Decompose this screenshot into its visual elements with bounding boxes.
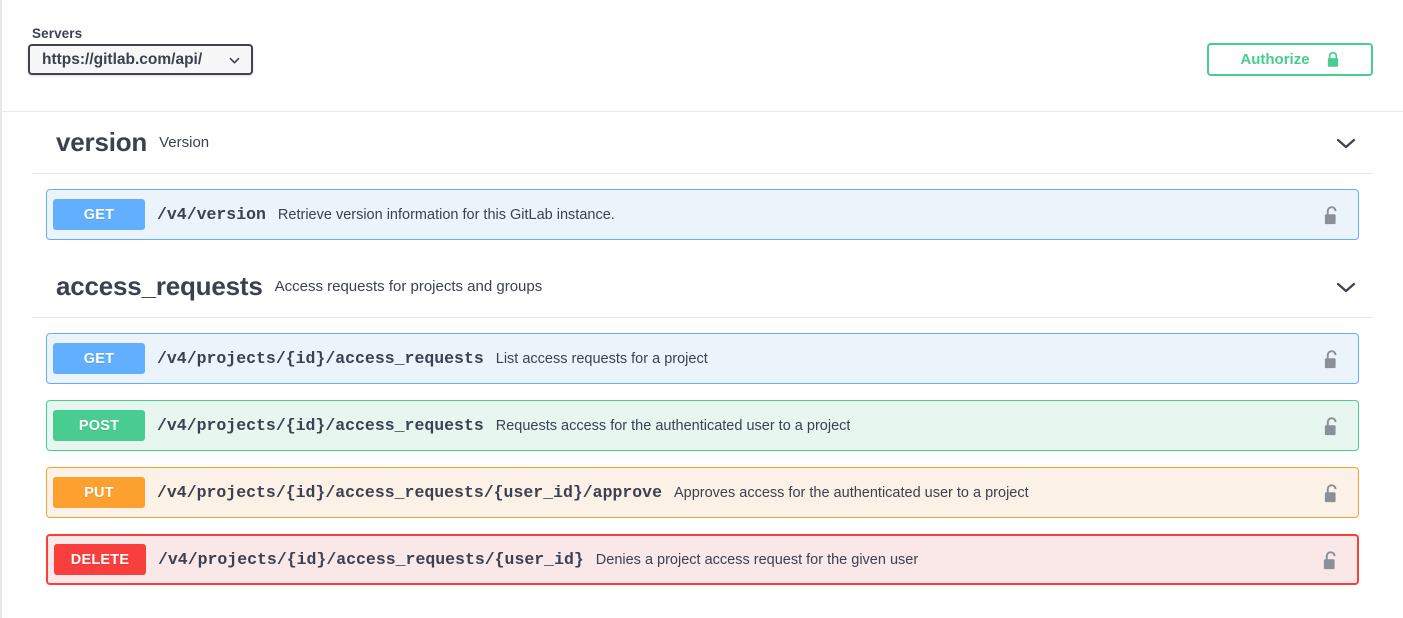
operation-row[interactable]: PUT /v4/projects/{id}/access_requests/{u… bbox=[46, 467, 1359, 518]
operation-summary: Requests access for the authenticated us… bbox=[495, 417, 851, 434]
operation-path: /v4/projects/{id}/access_requests bbox=[157, 349, 484, 368]
operation-path: /v4/projects/{id}/access_requests/{user_… bbox=[157, 483, 662, 502]
lock-closed-icon bbox=[1326, 51, 1340, 68]
operation-summary: List access requests for a project bbox=[495, 350, 708, 367]
tag-header-access-requests[interactable]: access_requests Access requests for proj… bbox=[32, 256, 1373, 318]
operation-summary: Approves access for the authenticated us… bbox=[673, 484, 1029, 501]
http-method-badge: DELETE bbox=[54, 544, 146, 575]
authorize-button-label: Authorize bbox=[1240, 51, 1310, 68]
tag-section-version: version Version GET /v4/version Retrieve… bbox=[32, 112, 1373, 240]
lock-open-icon[interactable] bbox=[1323, 416, 1340, 437]
operation-summary: Retrieve version information for this Gi… bbox=[277, 206, 615, 223]
http-method-badge: PUT bbox=[53, 477, 145, 508]
operation-row[interactable]: GET /v4/version Retrieve version informa… bbox=[46, 189, 1359, 240]
authorize-button[interactable]: Authorize bbox=[1207, 43, 1373, 76]
http-method-badge: GET bbox=[53, 343, 145, 374]
lock-open-icon[interactable] bbox=[1323, 205, 1340, 226]
chevron-down-icon bbox=[229, 55, 240, 66]
lock-open-icon[interactable] bbox=[1323, 349, 1340, 370]
server-select-value: https://gitlab.com/api/ bbox=[42, 50, 203, 68]
operations-container: version Version GET /v4/version Retrieve… bbox=[2, 112, 1403, 585]
operation-list-version: GET /v4/version Retrieve version informa… bbox=[32, 189, 1373, 240]
server-select[interactable]: https://gitlab.com/api/ bbox=[28, 44, 253, 75]
operation-list-access-requests: GET /v4/projects/{id}/access_requests Li… bbox=[32, 333, 1373, 585]
operation-summary: Denies a project access request for the … bbox=[595, 551, 919, 568]
operation-path: /v4/projects/{id}/access_requests/{user_… bbox=[158, 550, 584, 569]
operation-path: /v4/version bbox=[157, 205, 266, 224]
tag-section-access-requests: access_requests Access requests for proj… bbox=[32, 256, 1373, 585]
chevron-down-icon[interactable] bbox=[1335, 136, 1357, 150]
tag-description: Access requests for projects and groups bbox=[274, 278, 543, 295]
lock-open-icon[interactable] bbox=[1322, 550, 1339, 571]
tag-name: access_requests bbox=[56, 271, 263, 301]
lock-open-icon[interactable] bbox=[1323, 483, 1340, 504]
tag-description: Version bbox=[159, 134, 210, 151]
operation-row[interactable]: DELETE /v4/projects/{id}/access_requests… bbox=[46, 534, 1359, 585]
servers-block: Servers https://gitlab.com/api/ bbox=[28, 26, 253, 75]
http-method-badge: POST bbox=[53, 410, 145, 441]
operation-row[interactable]: GET /v4/projects/{id}/access_requests Li… bbox=[46, 333, 1359, 384]
operation-row[interactable]: POST /v4/projects/{id}/access_requests R… bbox=[46, 400, 1359, 451]
chevron-down-icon[interactable] bbox=[1335, 280, 1357, 294]
servers-label: Servers bbox=[32, 26, 83, 41]
tag-header-version[interactable]: version Version bbox=[32, 112, 1373, 174]
scheme-bar: Servers https://gitlab.com/api/ Authoriz… bbox=[2, 0, 1403, 112]
tag-name: version bbox=[56, 127, 148, 157]
http-method-badge: GET bbox=[53, 199, 145, 230]
operation-path: /v4/projects/{id}/access_requests bbox=[157, 416, 484, 435]
